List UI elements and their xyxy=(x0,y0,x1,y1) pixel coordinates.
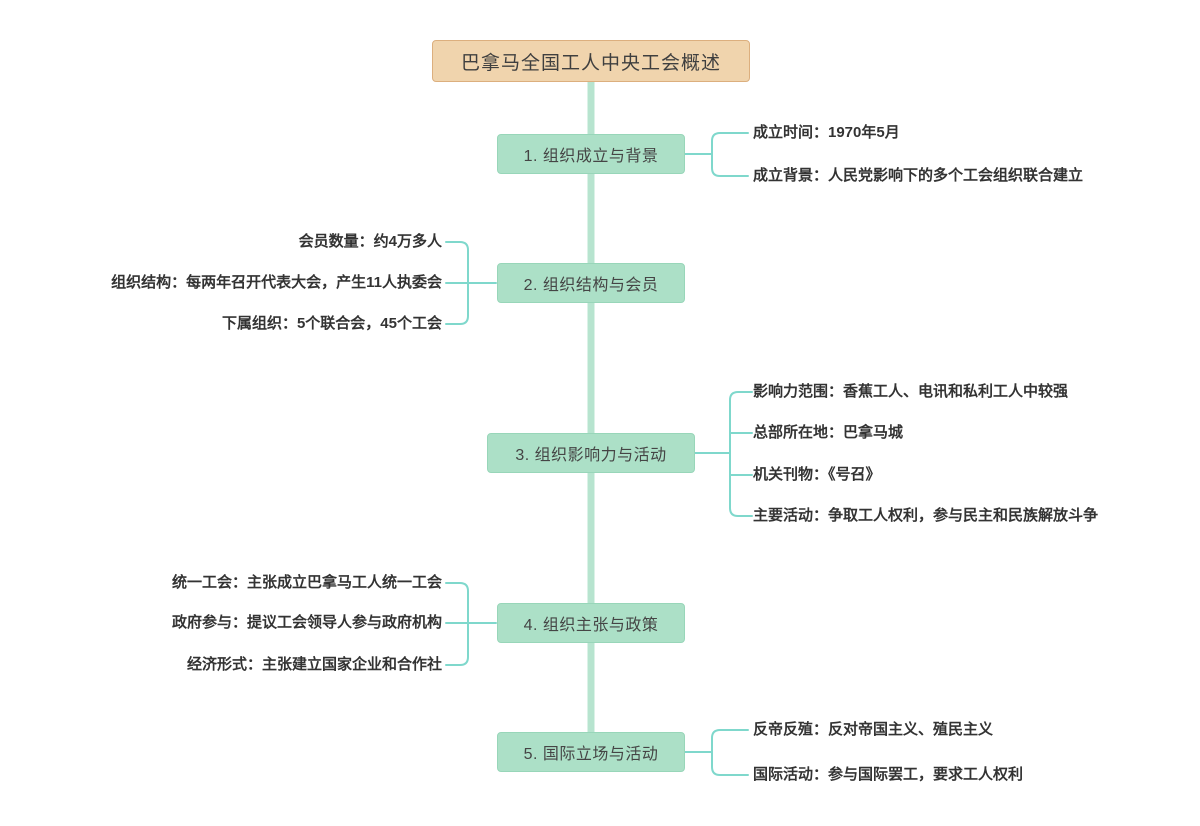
leaf-anti-imperialism[interactable]: 反帝反殖：反对帝国主义、殖民主义 xyxy=(753,721,994,738)
branch-section-2 xyxy=(445,241,497,325)
root-node[interactable]: 巴拿马全国工人中央工会概述 xyxy=(432,40,750,82)
leaf-headquarters[interactable]: 总部所在地：巴拿马城 xyxy=(753,424,904,441)
leaf-member-count[interactable]: 会员数量：约4万多人 xyxy=(298,233,442,250)
branch-section-5 xyxy=(683,729,749,776)
leaf-founding-background[interactable]: 成立背景：人民党影响下的多个工会组织联合建立 xyxy=(753,167,1084,184)
branch-section-3 xyxy=(693,391,753,517)
leaf-sub-organizations[interactable]: 下属组织：5个联合会，45个工会 xyxy=(221,315,442,332)
section-node-5[interactable]: 5. 国际立场与活动 xyxy=(497,732,685,772)
section-node-2[interactable]: 2. 组织结构与会员 xyxy=(497,263,685,303)
leaf-org-structure[interactable]: 组织结构：每两年召开代表大会，产生11人执委会 xyxy=(111,274,442,291)
branch-section-4 xyxy=(445,582,497,666)
leaf-international-activity[interactable]: 国际活动：参与国际罢工，要求工人权利 xyxy=(753,766,1024,783)
leaf-publication[interactable]: 机关刊物：《号召》 xyxy=(753,466,881,483)
branch-section-1 xyxy=(683,132,749,177)
section-node-4[interactable]: 4. 组织主张与政策 xyxy=(497,603,685,643)
leaf-main-activities[interactable]: 主要活动：争取工人权利，参与民主和民族解放斗争 xyxy=(753,507,1099,524)
leaf-influence-scope[interactable]: 影响力范围：香蕉工人、电讯和私利工人中较强 xyxy=(753,383,1069,400)
section-node-3[interactable]: 3. 组织影响力与活动 xyxy=(487,433,695,473)
leaf-unified-union[interactable]: 统一工会：主张成立巴拿马工人统一工会 xyxy=(171,574,442,591)
section-node-1[interactable]: 1. 组织成立与背景 xyxy=(497,134,685,174)
leaf-founding-time[interactable]: 成立时间：1970年5月 xyxy=(753,124,900,141)
leaf-government-participation[interactable]: 政府参与：提议工会领导人参与政府机构 xyxy=(171,614,442,631)
leaf-economic-form[interactable]: 经济形式：主张建立国家企业和合作社 xyxy=(186,656,442,673)
